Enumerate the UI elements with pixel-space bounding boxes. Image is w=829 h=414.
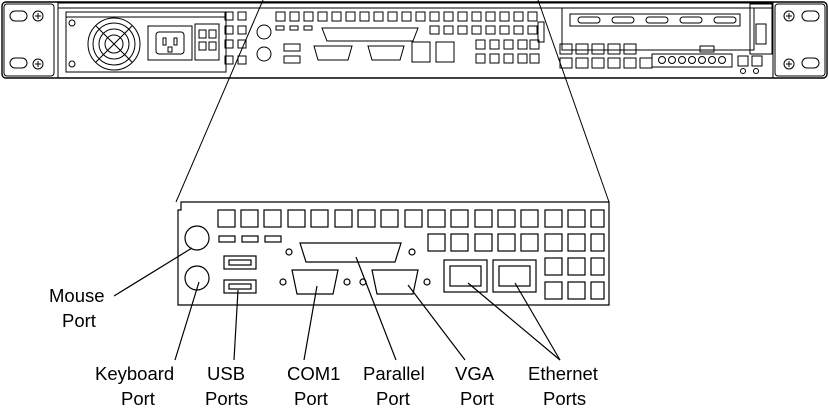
port-labels: Mouse Port Keyboard Port USB Ports COM1 …	[49, 285, 598, 409]
vga-port-shape	[359, 269, 431, 295]
ethernet-ports-label-line1: Ethernet	[528, 363, 598, 384]
usb-ports-label-line1: USB	[207, 363, 245, 384]
power-inlet-icon	[147, 25, 193, 61]
mouse-port-label-line2: Port	[62, 310, 96, 331]
chassis-rear-view	[1, 1, 828, 79]
keyboard-port-label-line2: Port	[121, 388, 155, 409]
zoom-lines	[175, 0, 610, 203]
ethernet-ports-shape	[443, 259, 537, 293]
io-panel	[177, 201, 610, 306]
vga-leader	[407, 284, 466, 361]
vga-port-label-line1: VGA	[455, 363, 495, 384]
ethernet-ports-label-line2: Ports	[543, 388, 586, 409]
parallel-leader	[355, 256, 397, 361]
right-rack-ear	[774, 3, 826, 77]
io-second-row-squares	[427, 233, 605, 300]
leader-lines	[113, 247, 561, 361]
keyboard-port-shape	[184, 265, 210, 291]
keyboard-port-label-line1: Keyboard	[95, 363, 174, 384]
ethernet-leader-2	[514, 282, 561, 361]
expansion-slot	[561, 7, 755, 51]
keyboard-leader	[174, 281, 200, 361]
com1-leader	[303, 285, 318, 361]
left-rack-ear	[3, 3, 55, 77]
usb-ports-shape	[223, 255, 257, 294]
parallel-port-shape	[285, 242, 416, 263]
ethernet-leader-1	[467, 282, 561, 361]
screw-icon	[32, 10, 795, 70]
com1-port-label-line1: COM1	[287, 363, 340, 384]
vga-port-label-line2: Port	[460, 388, 494, 409]
parallel-port-label-line1: Parallel	[363, 363, 425, 384]
usb-leader	[233, 289, 239, 361]
mouse-leader	[113, 247, 193, 297]
io-panel-outline	[177, 201, 610, 306]
chassis-io-squares	[224, 11, 540, 65]
parallel-port-label-line2: Port	[376, 388, 410, 409]
com1-port-label-line2: Port	[294, 388, 328, 409]
io-top-row-squares	[217, 209, 605, 228]
com1-port-shape	[279, 269, 351, 295]
mouse-port-label-line1: Mouse	[49, 285, 105, 306]
usb-ports-label-line2: Ports	[205, 388, 248, 409]
fan-icon	[87, 17, 141, 71]
mouse-port-shape	[184, 225, 210, 251]
